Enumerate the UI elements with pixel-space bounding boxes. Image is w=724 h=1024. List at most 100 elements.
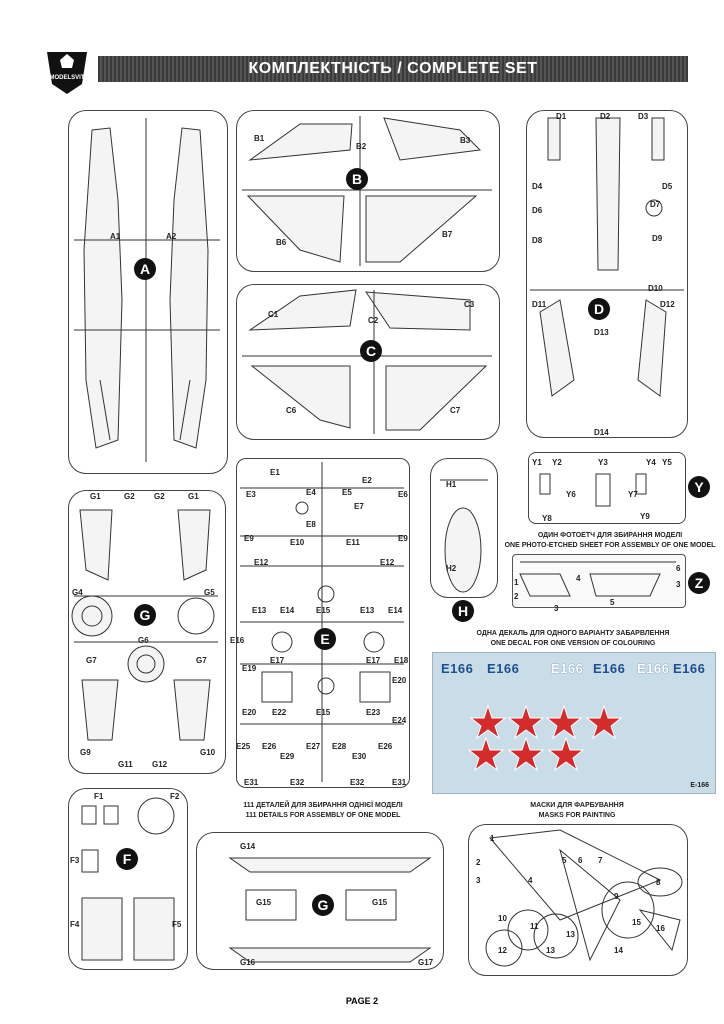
part-label: E32 (350, 778, 365, 787)
part-label: E15 (316, 606, 331, 615)
decal-code-4: E166 (593, 661, 626, 676)
part-label: D5 (662, 182, 673, 191)
part-label: 2 (514, 592, 519, 601)
part-label: E9 (244, 534, 254, 543)
mask-label: 12 (498, 946, 507, 955)
mask-label: 13 (546, 946, 555, 955)
part-label: B7 (442, 230, 453, 239)
photo-etched-caption-en: ONE PHOTO-ETCHED SHEET FOR ASSEMBLY OF O… (504, 542, 716, 549)
part-label: G10 (200, 748, 216, 757)
part-label: C6 (286, 406, 297, 415)
part-label: E18 (394, 656, 409, 665)
part-label: Y3 (598, 458, 608, 467)
part-label: E11 (346, 538, 360, 547)
mask-label: 11 (530, 922, 539, 931)
part-label: G1 (90, 492, 101, 501)
part-label: E14 (388, 606, 403, 615)
mask-label: 8 (656, 878, 661, 887)
sprue-a-badge: A (134, 258, 156, 280)
part-label: E3 (246, 490, 256, 499)
part-label: G14 (240, 842, 256, 851)
mask-label: 6 (578, 856, 583, 865)
part-label: D4 (532, 182, 543, 191)
mask-label: 14 (614, 946, 623, 955)
part-label: Y4 (646, 458, 656, 467)
page-header: MODELSVIT КОМПЛЕКТНІСТЬ / COMPLETE SET (42, 46, 688, 96)
part-label: D1 (556, 112, 567, 121)
part-label: G5 (204, 588, 215, 597)
part-label: A1 (110, 232, 121, 241)
part-label: G16 (240, 958, 256, 967)
part-label: G9 (80, 748, 91, 757)
part-label: E20 (392, 676, 407, 685)
page-title: КОМПЛЕКТНІСТЬ / COMPLETE SET (98, 56, 688, 82)
part-label: D10 (648, 284, 663, 293)
mask-label: 15 (632, 918, 641, 927)
part-label: C3 (464, 300, 475, 309)
part-label: Y1 (532, 458, 542, 467)
sprue-e (236, 458, 410, 788)
part-label: E30 (352, 752, 367, 761)
decal-code-1: E166 (441, 661, 474, 676)
sprue-e-badge: E (314, 628, 336, 650)
part-label: 1 (514, 578, 519, 587)
part-label: E27 (306, 742, 321, 751)
part-label: D8 (532, 236, 543, 245)
part-label: H1 (446, 480, 457, 489)
part-label: E6 (398, 490, 408, 499)
part-label: E16 (230, 636, 245, 645)
part-label: E29 (280, 752, 295, 761)
part-label: D13 (594, 328, 609, 337)
sprue-h-badge: H (452, 600, 474, 622)
part-label: B3 (460, 136, 471, 145)
details-caption-en: 111 DETAILS FOR ASSEMBLY OF ONE MODEL (245, 812, 401, 819)
masks-sheet (468, 824, 688, 976)
mask-label: 5 (562, 856, 567, 865)
part-label: E24 (392, 716, 407, 725)
part-label: B2 (356, 142, 367, 151)
part-label: G11 (118, 760, 133, 769)
part-label: C2 (368, 316, 379, 325)
decal-model-code: E-166 (690, 782, 709, 789)
part-label: E28 (332, 742, 347, 751)
part-label: Y2 (552, 458, 562, 467)
part-label: F3 (70, 856, 80, 865)
part-label: G12 (152, 760, 168, 769)
part-label: E13 (360, 606, 375, 615)
part-label: D3 (638, 112, 649, 121)
part-label: E31 (244, 778, 259, 787)
part-label: E23 (366, 708, 381, 717)
part-label: Y7 (628, 490, 638, 499)
part-label: 3 (554, 604, 559, 613)
part-label: D11 (532, 300, 547, 309)
part-label: E26 (262, 742, 277, 751)
page-number: PAGE 2 (345, 996, 379, 1006)
decal-caption-ua: ОДНА ДЕКАЛЬ ДЛЯ ОДНОГО ВАРІАНТУ ЗАБАРВЛЕ… (476, 630, 670, 637)
mask-label: 7 (598, 856, 603, 865)
sprue-g-bottom (196, 832, 444, 970)
masks-caption-en: MASKS FOR PAINTING (538, 812, 616, 819)
mask-label: 3 (476, 876, 481, 885)
sprue-d-badge: D (588, 298, 610, 320)
part-label: G6 (138, 636, 149, 645)
part-label: D14 (594, 428, 609, 437)
part-label: E26 (378, 742, 393, 751)
mask-label: 13 (566, 930, 575, 939)
mask-label: 1 (490, 834, 495, 843)
part-label: E5 (342, 488, 352, 497)
mask-label: 2 (476, 858, 481, 867)
mask-label: 10 (498, 914, 507, 923)
part-label: Y6 (566, 490, 576, 499)
part-label: Y8 (542, 514, 552, 523)
part-label: E15 (316, 708, 331, 717)
part-label: C7 (450, 406, 461, 415)
part-label: E2 (362, 476, 372, 485)
part-label: 6 (676, 564, 681, 573)
sprue-c-badge: C (360, 340, 382, 362)
part-label: 5 (610, 598, 615, 607)
part-label: D12 (660, 300, 675, 309)
part-label: E17 (270, 656, 285, 665)
part-label: E32 (290, 778, 305, 787)
part-label: E12 (254, 558, 269, 567)
